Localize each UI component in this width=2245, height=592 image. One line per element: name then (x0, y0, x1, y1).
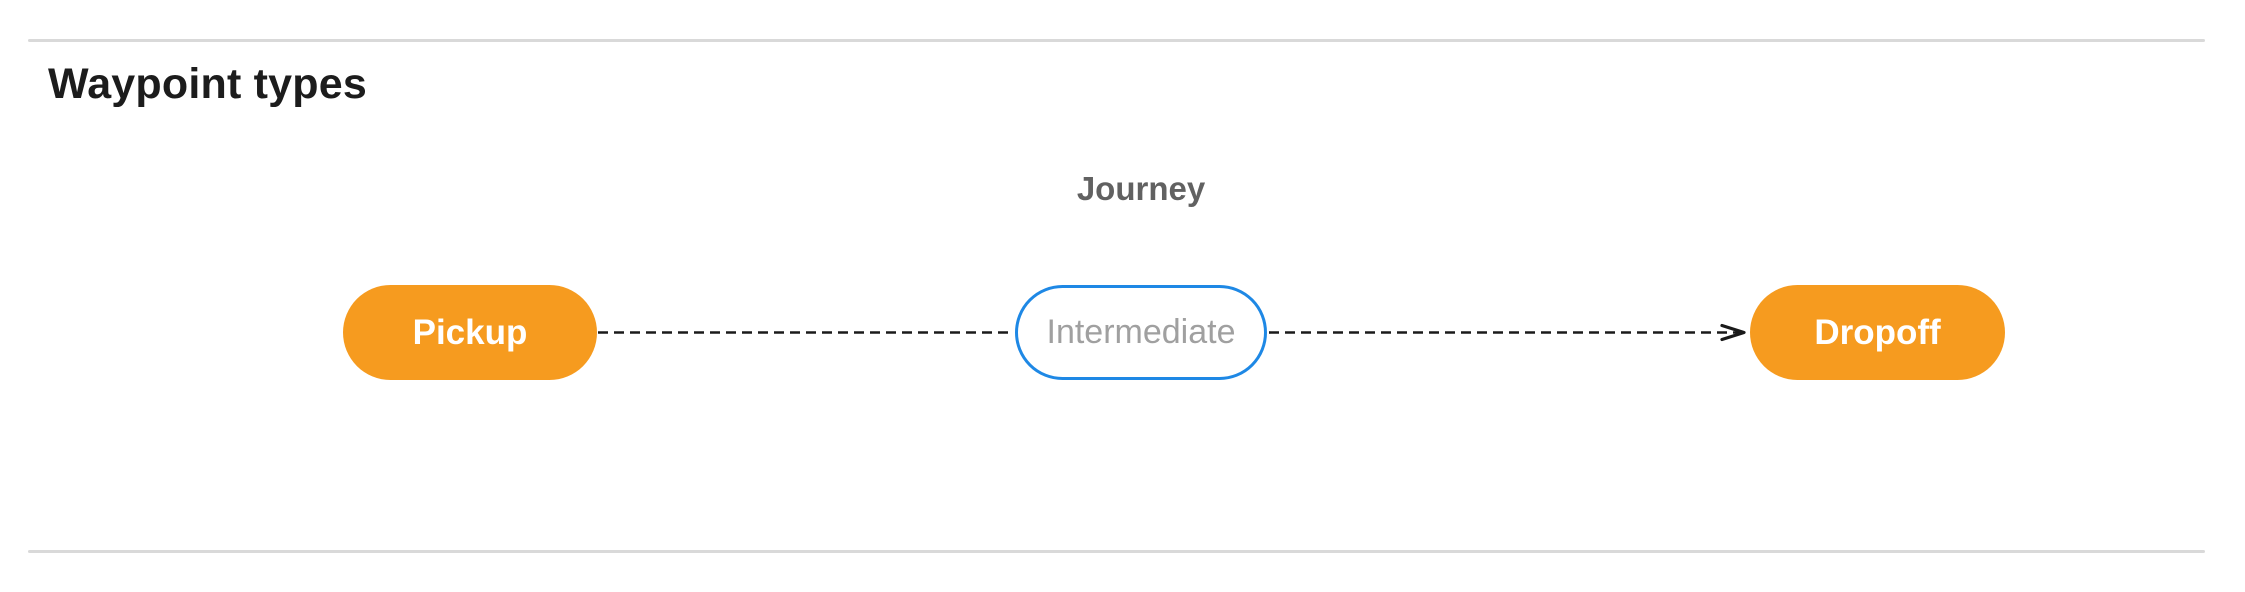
node-pickup-label: Pickup (412, 312, 528, 352)
node-dropoff: Dropoff (1750, 285, 2005, 380)
bottom-divider (28, 550, 2205, 553)
section-heading: Waypoint types (48, 60, 367, 108)
node-intermediate: Intermediate (1015, 285, 1267, 380)
top-divider (28, 39, 2205, 42)
node-dropoff-label: Dropoff (1814, 312, 1941, 352)
node-pickup: Pickup (343, 285, 597, 380)
node-intermediate-label: Intermediate (1046, 313, 1236, 351)
journey-group-label: Journey (1076, 170, 1206, 207)
